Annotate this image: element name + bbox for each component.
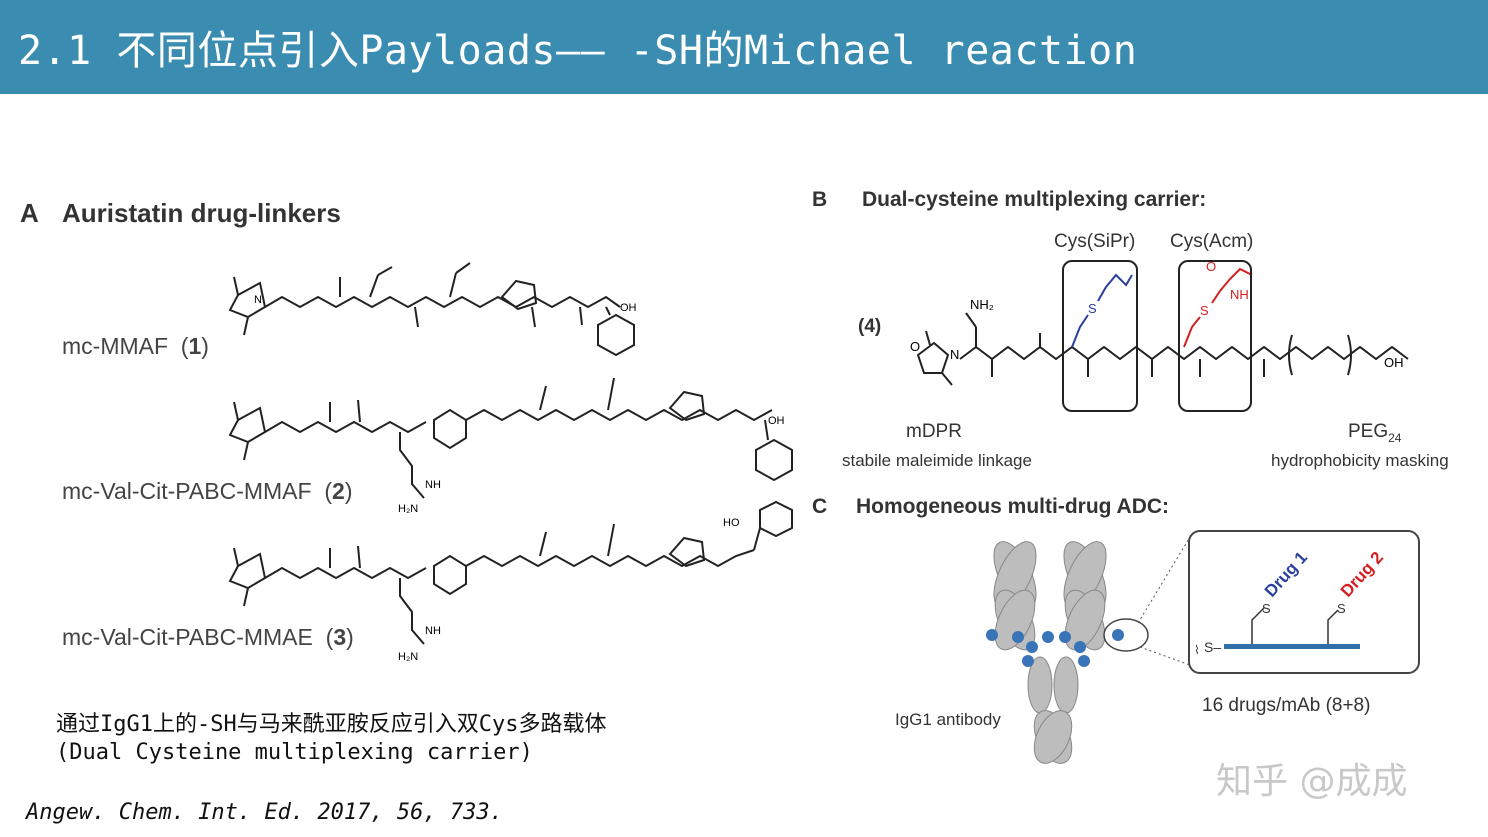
oh-label-1: OH (620, 302, 637, 314)
carrier-bar (1224, 644, 1360, 649)
compound-3-name: mc-Val-Cit-PABC-MMAE (3) (62, 624, 354, 650)
compound-1-structure: OH N (228, 262, 637, 357)
n-label-b1: N (950, 347, 959, 362)
oh-label-2: OH (768, 415, 785, 427)
svg-text:⌇: ⌇ (1194, 643, 1200, 657)
peg-caption: hydrophobicity masking (1271, 451, 1449, 470)
zoom-box (1188, 530, 1420, 674)
drug1-label: Drug 1 (1261, 548, 1311, 601)
n-label-1: N (254, 294, 262, 306)
carrier-structure: O N NH₂ OH S S NH O (910, 259, 1409, 386)
panel-c-letter: C (812, 495, 828, 518)
compound-2-structure: H₂N NH OH (228, 377, 793, 515)
o-label-b1: O (910, 339, 920, 354)
nh-label-3: NH (425, 625, 441, 637)
compound-4-number: (4) (858, 316, 882, 337)
h2n-label-3: H₂N (398, 651, 418, 663)
oh-label-b: OH (1384, 355, 1404, 370)
note-line-2: (Dual Cysteine multiplexing carrier) (56, 740, 533, 765)
drug-count-label: 16 drugs/mAb (8+8) (1202, 695, 1371, 716)
compound-2-name: mc-Val-Cit-PABC-MMAF (2) (62, 478, 353, 504)
panel-b-letter: B (812, 188, 828, 211)
compound-3-structure: H₂N NH HO (228, 500, 793, 663)
watermark: 知乎 @成成 (1216, 761, 1408, 802)
ho-label-3: HO (723, 517, 740, 529)
panel-b-heading: Dual-cysteine multiplexing carrier: (862, 188, 1207, 211)
o-label-acm: O (1206, 259, 1216, 274)
panel-c-heading: Homogeneous multi-drug ADC: (856, 495, 1170, 518)
mdpr-label: mDPR (906, 421, 962, 442)
drug2-label: Drug 2 (1337, 548, 1387, 601)
mdpr-caption: stabile maleimide linkage (842, 451, 1032, 470)
cys-sipr-label: Cys(SiPr) (1054, 231, 1136, 252)
nh2-label-b: NH₂ (970, 297, 994, 312)
cys-sipr-box (1062, 260, 1138, 412)
panel-a-heading: Auristatin drug-linkers (62, 198, 341, 228)
citation: Angew. Chem. Int. Ed. 2017, 56, 733. (26, 800, 503, 825)
compound-1-name: mc-MMAF (1) (62, 333, 209, 359)
h2n-label-2: H₂N (398, 503, 418, 515)
nh-label-2: NH (425, 479, 441, 491)
s-label-acm: S (1200, 303, 1209, 318)
cys-acm-box (1178, 260, 1252, 412)
panel-a-letter: A (20, 198, 39, 228)
s-label-drug2: S (1337, 601, 1346, 616)
drug-linker-diagram: ⌇ S– S S Drug 1 Drug 2 (1194, 548, 1387, 657)
cys-acm-label: Cys(Acm) (1170, 231, 1254, 252)
s-label-sipr-1: S (1088, 301, 1097, 316)
antibody-diagram (986, 536, 1191, 764)
s-label-drug1: S (1262, 601, 1271, 616)
slide-title: 2.1 不同位点引入Payloads—— -SH的Michael reactio… (18, 28, 1138, 74)
linker-s-label: S– (1204, 639, 1221, 655)
peg-label: PEG24 (1348, 421, 1402, 445)
antibody-label: IgG1 antibody (895, 710, 1001, 729)
nh-label-acm: NH (1230, 287, 1249, 302)
note-line-1: 通过IgG1上的-SH与马来酰亚胺反应引入双Cys多路载体 (56, 712, 607, 737)
title-bar: 2.1 不同位点引入Payloads—— -SH的Michael reactio… (0, 0, 1488, 94)
